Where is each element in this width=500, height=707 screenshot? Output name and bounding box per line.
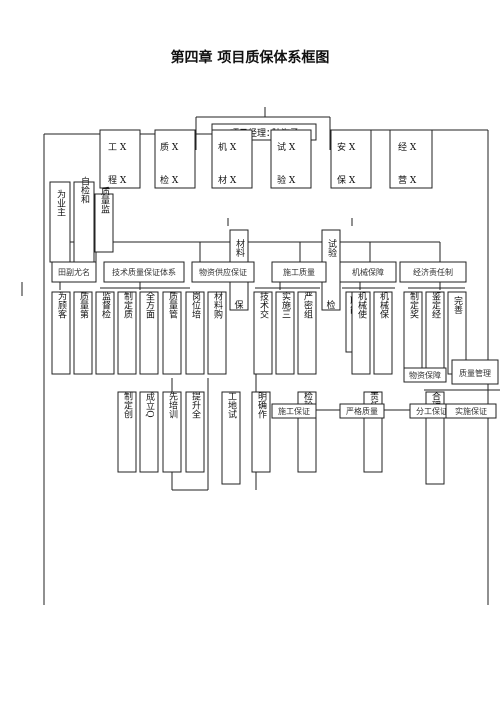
svg-text:自检和: 自检和 <box>79 175 90 204</box>
svg-text:安 X: 安 X <box>337 141 356 153</box>
svg-text:工地试: 工地试 <box>226 392 237 419</box>
svg-text:鉴定经: 鉴定经 <box>430 290 441 318</box>
l2-12: 检 <box>326 299 335 311</box>
box-self-check: 自检和 <box>73 175 95 263</box>
l2-6: 岗位培 <box>185 291 205 375</box>
left-column: 为业主 自检和 质量监 <box>49 175 114 263</box>
header-6: 经济责任制 <box>413 267 453 277</box>
svg-text:机械使: 机械使 <box>356 290 367 319</box>
svg-text:明确作: 明确作 <box>256 391 267 419</box>
l3-3: 提升全 <box>185 391 205 473</box>
l3-7: 责任落 <box>363 390 383 473</box>
svg-text:为顾客: 为顾客 <box>56 290 67 318</box>
l3-6: 检验检 <box>297 390 317 473</box>
l2-1: 质量第 <box>73 290 93 375</box>
svg-text:验 X: 验 X <box>277 174 296 186</box>
svg-text:检: 检 <box>326 299 335 311</box>
dept-engineering: 工 X 程 X <box>99 129 141 189</box>
l2-17: 鉴定经 <box>425 290 445 375</box>
header-1: 田副尤名 <box>58 267 90 277</box>
svg-text:材料: 材料 <box>234 238 245 258</box>
l2-4: 全方面 <box>139 290 159 375</box>
header-2: 技术质量保证体系 <box>112 267 176 277</box>
l2-5: 质量管 <box>162 290 182 375</box>
svg-text:质量管: 质量管 <box>167 290 178 318</box>
svg-text:材 X: 材 X <box>218 174 237 186</box>
svg-text:提升全: 提升全 <box>190 391 201 418</box>
svg-text:程 X: 程 X <box>108 175 127 186</box>
dept-business: 经 X 营 X <box>389 129 433 189</box>
svg-text:制定质: 制定质 <box>122 290 133 319</box>
svg-text:分工保证: 分工保证 <box>416 406 448 416</box>
svg-text:制定奖: 制定奖 <box>408 290 419 319</box>
svg-text:材料购: 材料购 <box>212 290 223 319</box>
svg-text:机 X: 机 X <box>218 141 237 153</box>
l2-16: 制定奖 <box>403 290 423 375</box>
svg-text:物资保障: 物资保障 <box>409 370 441 380</box>
svg-text:质量监: 质量监 <box>99 185 110 213</box>
svg-text:质量管理: 质量管理 <box>459 368 491 378</box>
svg-text:实施三: 实施三 <box>280 290 291 318</box>
svg-text:技术交: 技术交 <box>258 290 269 319</box>
l2-11: 严密组 <box>297 291 317 375</box>
level2-boxes: 为顾客 质量第 监督检 制定质 全方面 质量管 岗位培 材料购 保 技术交 实施… <box>51 290 467 375</box>
l2-8: 保 <box>234 299 243 311</box>
svg-text:严密组: 严密组 <box>302 291 313 318</box>
svg-text:营 X: 营 X <box>398 174 417 186</box>
svg-text:监督检: 监督检 <box>100 290 111 319</box>
header-3: 物资供应保证 <box>199 267 247 277</box>
l3-1: 成立Q <box>139 391 159 473</box>
l2-15: 机械保 <box>373 290 393 375</box>
dept-quality-inspection: 质 X 检 X <box>154 129 196 189</box>
svg-text:制定创: 制定创 <box>122 390 133 419</box>
l2-7: 材料购 <box>207 290 227 375</box>
svg-text:全方面: 全方面 <box>144 290 155 319</box>
svg-text:先培训: 先培训 <box>167 390 178 419</box>
svg-text:质 X: 质 X <box>160 141 179 153</box>
l2-3: 制定质 <box>117 290 137 375</box>
header-4: 施工质量 <box>283 267 315 277</box>
svg-text:经 X: 经 X <box>398 141 417 153</box>
svg-text:保 X: 保 X <box>337 174 356 186</box>
l3-0: 制定创 <box>117 390 137 473</box>
svg-text:试验: 试验 <box>326 238 337 258</box>
svg-text:检 X: 检 X <box>160 174 179 186</box>
header-5: 机械保障 <box>352 267 384 277</box>
svg-text:岗位培: 岗位培 <box>190 291 201 319</box>
top-departments: 工 X 程 X 质 X 检 X 机 X 材 X 试 X 验 X 安 X 保 X … <box>99 129 433 189</box>
box-for-owner: 为业主 <box>49 181 71 263</box>
l2-10: 实施三 <box>275 290 295 375</box>
svg-text:质量第: 质量第 <box>78 290 89 319</box>
page-title: 第四章 项目质保体系框图 <box>171 49 330 66</box>
svg-text:为业主: 为业主 <box>55 188 66 216</box>
l3-5: 明确作 <box>251 391 271 473</box>
svg-text:工 X: 工 X <box>108 143 127 153</box>
svg-text:试 X: 试 X <box>277 141 296 153</box>
l2-0: 为顾客 <box>51 290 71 375</box>
svg-text:完善: 完善 <box>452 295 463 314</box>
svg-text:机械保: 机械保 <box>378 290 389 319</box>
header-row: 田副尤名 技术质量保证体系 物资供应保证 施工质量 机械保障 经济责任制 <box>51 261 467 283</box>
dept-machinery-materials: 机 X 材 X <box>211 129 253 189</box>
l2-14: 机械使 <box>351 290 371 375</box>
l3-2: 先培训 <box>162 390 182 473</box>
svg-text:实施保证: 实施保证 <box>455 406 487 416</box>
small-labels: 施工保证 严格质量 分工保证 实施保证 物资保障 质量管理 <box>271 359 499 419</box>
svg-text:施工保证: 施工保证 <box>278 406 310 416</box>
l2-2: 监督检 <box>95 290 115 375</box>
svg-text:严格质量: 严格质量 <box>346 406 378 416</box>
svg-text:保: 保 <box>234 299 243 311</box>
l3-4: 工地试 <box>221 391 241 485</box>
dept-testing: 试 X 验 X <box>270 129 312 189</box>
box-quality-supervision: 质量监 <box>94 185 114 253</box>
l2-9: 技术交 <box>253 290 273 375</box>
svg-text:成立Q: 成立Q <box>144 391 155 417</box>
dept-safety: 安 X 保 X <box>330 129 372 189</box>
